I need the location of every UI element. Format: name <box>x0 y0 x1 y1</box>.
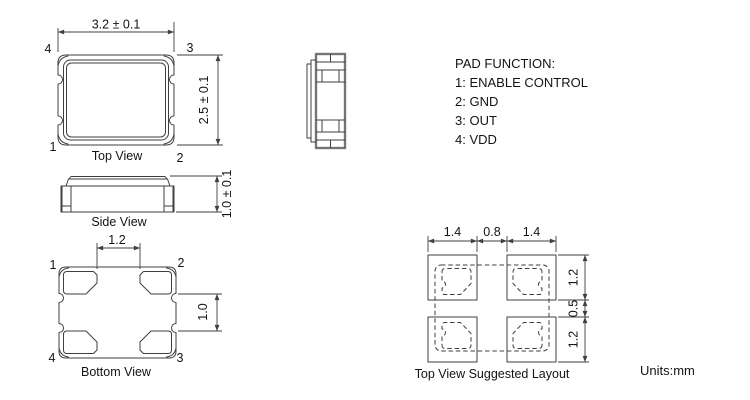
layout-view-label: Top View Suggested Layout <box>415 367 570 381</box>
bottom-view-pin-1-label: 1 <box>50 258 57 272</box>
bottom-pad-1 <box>63 271 98 295</box>
bottom-view-gap-x-dimension: 1.2 <box>108 233 125 247</box>
end-view-pad-lines <box>315 53 346 149</box>
end-view-lid-step-outer <box>306 63 312 139</box>
bottom-pad-2 <box>139 271 172 295</box>
top-view-pin-4-label: 4 <box>45 42 52 56</box>
dashed-pad-bottom-right <box>512 322 543 349</box>
pad-function-title: PAD FUNCTION: <box>455 56 555 71</box>
top-view-corner-castellations <box>57 55 175 145</box>
layout-pad-height-top-dimension: 1.2 <box>567 269 581 286</box>
side-view: 1.0 ± 0.1 Side View <box>60 170 234 229</box>
dashed-pad-top-right <box>512 268 543 295</box>
side-view-left-terminal <box>60 185 72 213</box>
side-view-height-dimension: 1.0 ± 0.1 <box>220 170 234 219</box>
bottom-view-outline <box>58 266 177 359</box>
top-view-label: Top View <box>92 149 143 163</box>
top-view-width-dimension: 3.2 ± 0.1 <box>92 18 141 32</box>
layout-component-outline-dashed <box>434 264 550 352</box>
layout-pad-bottom-right <box>506 316 557 363</box>
layout-pad-top-left <box>427 254 478 301</box>
top-view-pin-3-label: 3 <box>187 41 194 55</box>
top-view-outline <box>57 54 175 146</box>
bottom-view-label: Bottom View <box>81 365 152 379</box>
pad-function-line-3: 3: OUT <box>455 113 497 128</box>
layout-pad-width-left-dimension: 1.4 <box>444 225 461 239</box>
pad-function-block: PAD FUNCTION: 1: ENABLE CONTROL 2: GND 3… <box>455 56 588 147</box>
bottom-view-corner-castellations <box>58 267 177 358</box>
units-label: Units:mm <box>640 363 695 378</box>
end-view-body <box>315 53 346 149</box>
layout-pad-top-right <box>506 254 557 301</box>
bottom-pad-3 <box>139 330 172 354</box>
pad-function-line-2: 2: GND <box>455 94 498 109</box>
side-view-lid-upper <box>68 176 168 180</box>
pad-function-line-4: 4: VDD <box>455 132 497 147</box>
side-view-body <box>61 185 174 213</box>
side-view-right-terminal <box>163 185 175 213</box>
top-view-lid-seam-inner <box>66 62 166 138</box>
layout-solid-pads <box>427 254 557 363</box>
top-view-lid-seam-outer <box>63 59 169 141</box>
dashed-pad-bottom-left <box>441 322 472 349</box>
end-view-body-halo <box>314 52 347 150</box>
top-view-pin-2-label: 2 <box>177 151 184 165</box>
dashed-pad-top-left <box>441 268 472 295</box>
bottom-pad-4 <box>63 330 98 354</box>
top-view: 3.2 ± 0.1 2.5 ± 0.1 4 3 1 2 Top View <box>45 18 223 165</box>
top-view-dimension-lines <box>57 22 223 146</box>
side-view-label: Side View <box>91 215 147 229</box>
side-view-lid-lower <box>65 178 171 187</box>
layout-pad-height-bottom-dimension: 1.2 <box>567 331 581 348</box>
bottom-view-pin-2-label: 2 <box>178 256 185 270</box>
layout-component-pads-dashed <box>441 268 543 349</box>
bottom-view-pin-4-label: 4 <box>49 351 56 365</box>
layout-pad-bottom-left <box>427 316 478 363</box>
bottom-view-dimension-lines <box>96 243 222 332</box>
top-view-pin-1-label: 1 <box>50 140 57 154</box>
layout-view: 1.4 0.8 1.4 1.2 0.5 1.2 Top View Suggest… <box>415 225 589 381</box>
end-view <box>306 52 347 150</box>
layout-pad-pitch-dimension: 0.8 <box>483 225 500 239</box>
layout-dimension-lines <box>427 236 589 363</box>
bottom-view-gap-y-dimension: 1.0 <box>196 303 210 320</box>
layout-pad-width-right-dimension: 1.4 <box>523 225 540 239</box>
layout-pad-gap-dimension: 0.5 <box>567 300 581 317</box>
bottom-view: 1.2 1.0 1 2 4 3 Bottom View <box>49 233 222 379</box>
pad-function-line-1: 1: ENABLE CONTROL <box>455 75 588 90</box>
bottom-view-pads <box>63 271 172 354</box>
bottom-view-pin-3-label: 3 <box>177 351 184 365</box>
top-view-height-dimension: 2.5 ± 0.1 <box>197 76 211 125</box>
